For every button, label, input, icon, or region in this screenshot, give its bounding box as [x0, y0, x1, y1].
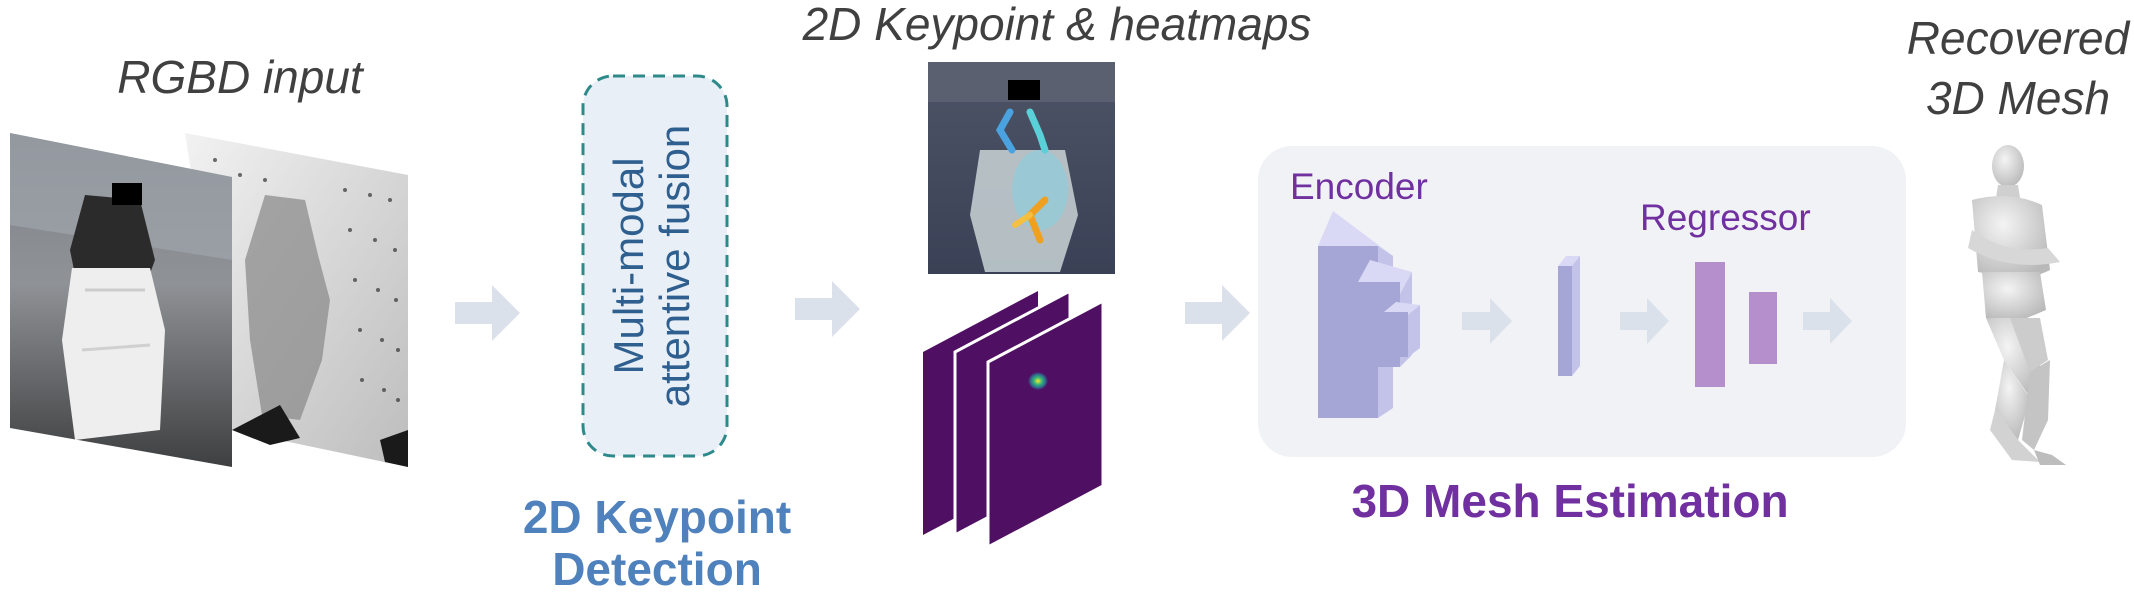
- face-censor: [112, 183, 142, 205]
- depth-image: [185, 133, 408, 467]
- feature-vector: [1558, 256, 1580, 376]
- recovered-label-line2: 3D Mesh: [1926, 72, 2110, 124]
- arrow-regressor-out: [1803, 298, 1852, 344]
- rgbd-input-label: RGBD input: [117, 51, 365, 103]
- arrow-3: [1185, 285, 1250, 341]
- arrow-encoder-to-feature: [1462, 298, 1512, 344]
- keypoint-face-censor: [1008, 80, 1040, 100]
- heatmap-stack: [923, 288, 1105, 550]
- regressor-layer-2: [1749, 292, 1777, 364]
- rgb-image: [10, 133, 232, 467]
- encoder-label: Encoder: [1290, 166, 1428, 207]
- keypoint-image: [928, 62, 1115, 274]
- fusion-label-line1: Multi-modal: [605, 157, 652, 374]
- mesh-estimation-panel: [1258, 146, 1906, 457]
- arrow-feature-to-regressor: [1620, 298, 1669, 344]
- detection-label-line2: Detection: [552, 543, 762, 592]
- recovered-mesh-figure: [1968, 145, 2066, 465]
- mesh-estimation-label: 3D Mesh Estimation: [1351, 475, 1788, 527]
- heatmap-blob: [1028, 372, 1048, 390]
- arrow-2: [795, 281, 860, 337]
- detection-label-line1: 2D Keypoint: [523, 491, 791, 543]
- keypoint-heatmaps-label: 2D Keypoint & heatmaps: [802, 0, 1312, 50]
- encoder-block: [1318, 211, 1420, 418]
- fusion-box: [581, 74, 729, 458]
- arrow-1: [455, 285, 520, 341]
- recovered-label-line1: Recovered: [1907, 12, 2131, 64]
- regressor-layer-1: [1695, 262, 1725, 387]
- fusion-label-line2: attentive fusion: [651, 125, 698, 408]
- heatmap-3: [986, 298, 1105, 550]
- regressor-label: Regressor: [1640, 197, 1811, 238]
